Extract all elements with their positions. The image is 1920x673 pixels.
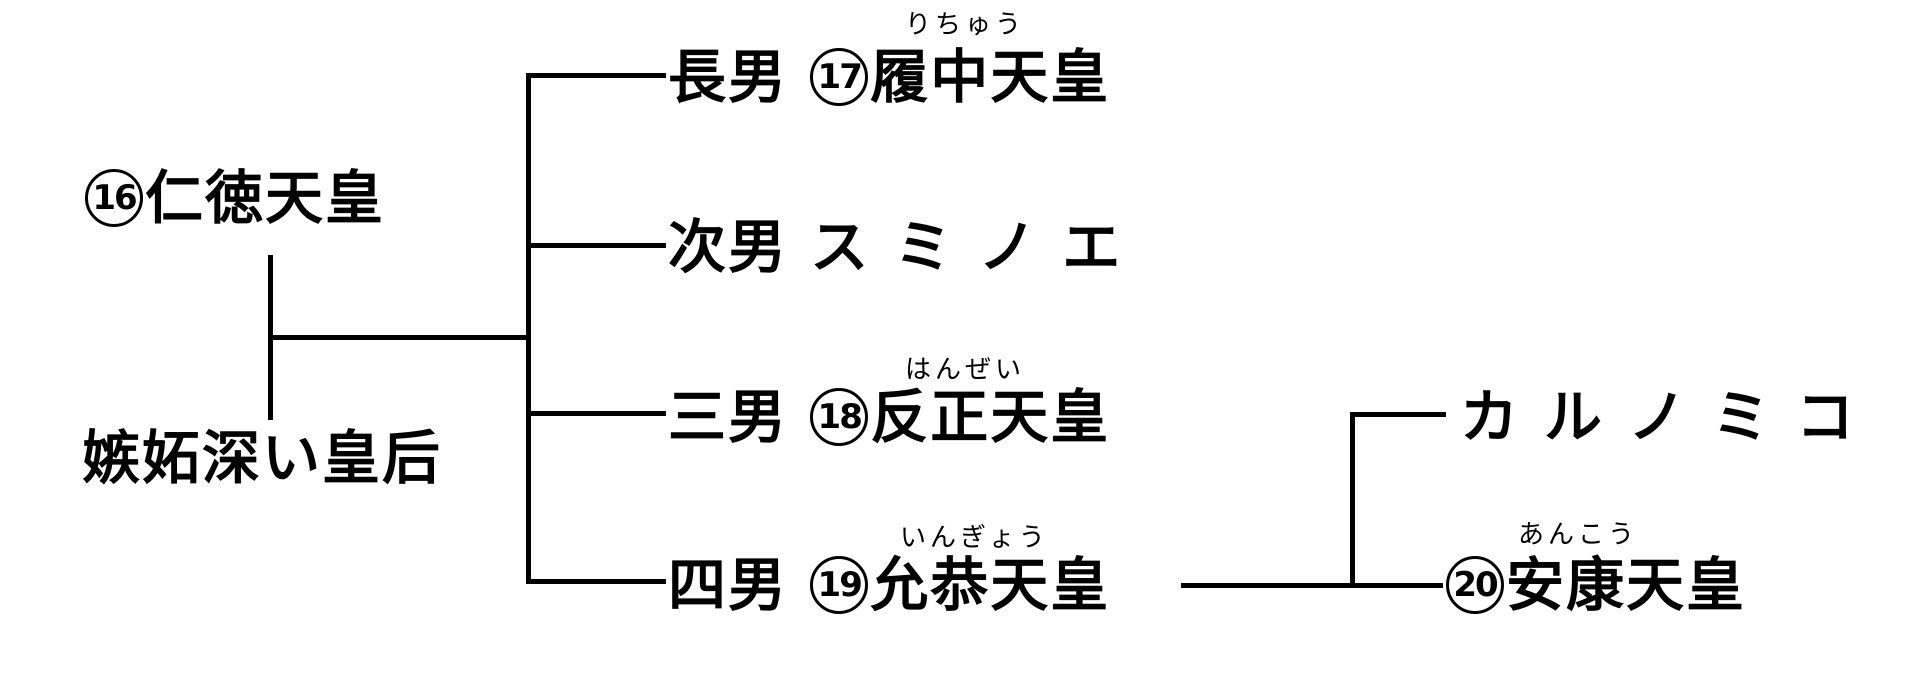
birth-order: 長男 (668, 43, 789, 111)
parents-to-children-line (268, 335, 530, 340)
spouse-label: 嫉妬深い皇后 (82, 424, 443, 492)
birth-order: 三男 (668, 383, 789, 451)
reign-number-badge: 17 (810, 47, 869, 106)
branch-line-child-1 (526, 73, 666, 78)
reign-number-badge: 16 (85, 168, 143, 227)
reading-child-4: いんぎょう (900, 523, 1049, 553)
reign-number-badge: 20 (1446, 555, 1504, 614)
emperor-name: 反正天皇 (870, 383, 1111, 451)
branch-line-child-2 (526, 243, 666, 248)
prince-name: カルノミコ (1460, 383, 1881, 451)
reign-number-badge: 18 (810, 387, 869, 446)
branch-line-grandchild-1 (1350, 412, 1446, 417)
birth-order: 四男 (668, 551, 789, 619)
reading-grandchild-2: あんこう (1518, 520, 1639, 550)
child-2-label: 次男 スミノエ (668, 212, 1146, 282)
emperor-name: 履中天皇 (870, 43, 1111, 111)
children-bracket-vertical (526, 73, 531, 584)
emperor-name: 安康天皇 (1506, 551, 1747, 619)
prince-name: スミノエ (810, 213, 1147, 281)
birth-order: 次男 (668, 213, 789, 281)
emperor-name: 允恭天皇 (870, 551, 1111, 619)
reign-number-badge: 19 (810, 555, 869, 614)
reading-child-3: はんぜい (905, 355, 1026, 385)
reading-child-1: りちゅう (905, 10, 1026, 40)
ingyo-to-children-line (1181, 583, 1443, 588)
grandchildren-bracket-vertical (1350, 412, 1355, 588)
grandchild-1-label: カルノミコ (1460, 382, 1880, 452)
branch-line-child-3 (526, 411, 666, 416)
emperor-name: 仁徳天皇 (145, 164, 386, 232)
branch-line-child-4 (526, 579, 666, 584)
